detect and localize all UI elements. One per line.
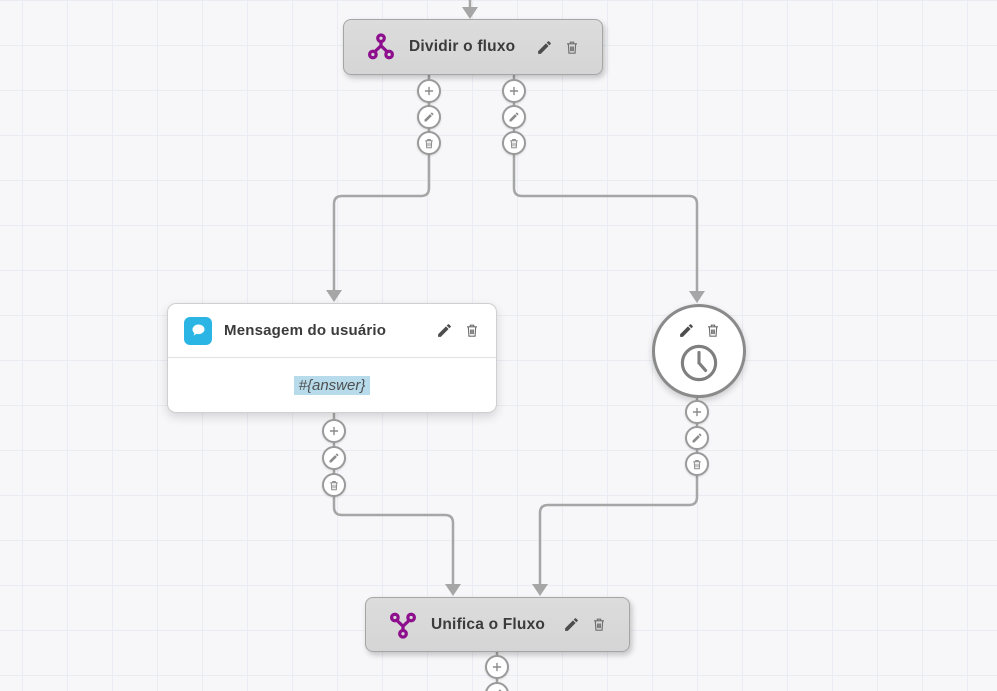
merge-branch-icon [388,610,418,640]
add-connector-button[interactable] [685,400,709,424]
edit-connector-button[interactable] [685,426,709,450]
trash-icon [691,458,703,471]
edit-node-button[interactable] [678,322,695,339]
add-connector-button[interactable] [417,79,441,103]
delete-node-button[interactable] [564,39,580,56]
delete-connector-button[interactable] [417,131,441,155]
edit-node-button[interactable] [436,322,453,339]
add-connector-button[interactable] [322,419,346,443]
clock-icon [678,342,720,384]
arrowhead-merge-in-left [445,584,461,596]
arrowhead-message-in [326,290,342,302]
arrowhead-split-in [462,7,478,19]
delete-node-button[interactable] [705,322,721,339]
node-split-flow[interactable]: Dividir o fluxo [343,19,603,75]
edit-connector-button[interactable] [417,105,441,129]
pencil-icon [328,452,340,464]
split-branch-icon [366,32,396,62]
delete-node-button[interactable] [591,616,607,633]
arrowhead-merge-in-right [532,584,548,596]
trash-icon [423,137,435,150]
node-timer[interactable] [652,304,746,398]
trash-icon [328,479,340,492]
node-merge-flow[interactable]: Unifica o Fluxo [365,597,630,652]
wire-message-to-merge [332,413,455,584]
add-connector-button[interactable] [485,655,509,679]
trash-icon [508,137,520,150]
pencil-icon [691,432,703,444]
edit-connector-button[interactable] [322,446,346,470]
node-user-message[interactable]: Mensagem do usuário #{answer} [167,303,497,413]
delete-node-button[interactable] [464,322,480,339]
node-title: Mensagem do usuário [224,322,387,339]
arrowhead-timer-in [689,291,705,303]
plus-icon [422,84,436,98]
delete-connector-button[interactable] [685,452,709,476]
plus-icon [507,84,521,98]
message-variable-text: #{answer} [293,375,371,395]
chat-bubble-icon [184,316,212,345]
node-title: Dividir o fluxo [409,38,516,55]
delete-connector-button[interactable] [322,473,346,497]
edit-node-button[interactable] [536,39,553,56]
plus-icon [327,424,341,438]
edit-node-button[interactable] [563,616,580,633]
add-connector-button[interactable] [502,79,526,103]
plus-icon [690,405,704,419]
delete-connector-button[interactable] [502,131,526,155]
edit-connector-button[interactable] [502,105,526,129]
pencil-icon [508,111,520,123]
pencil-icon [423,111,435,123]
node-title: Unifica o Fluxo [431,615,546,633]
wire-split-to-message [332,75,431,290]
wire-split-to-timer [512,75,699,291]
wire-timer-to-merge [538,398,699,584]
plus-icon [490,660,504,674]
